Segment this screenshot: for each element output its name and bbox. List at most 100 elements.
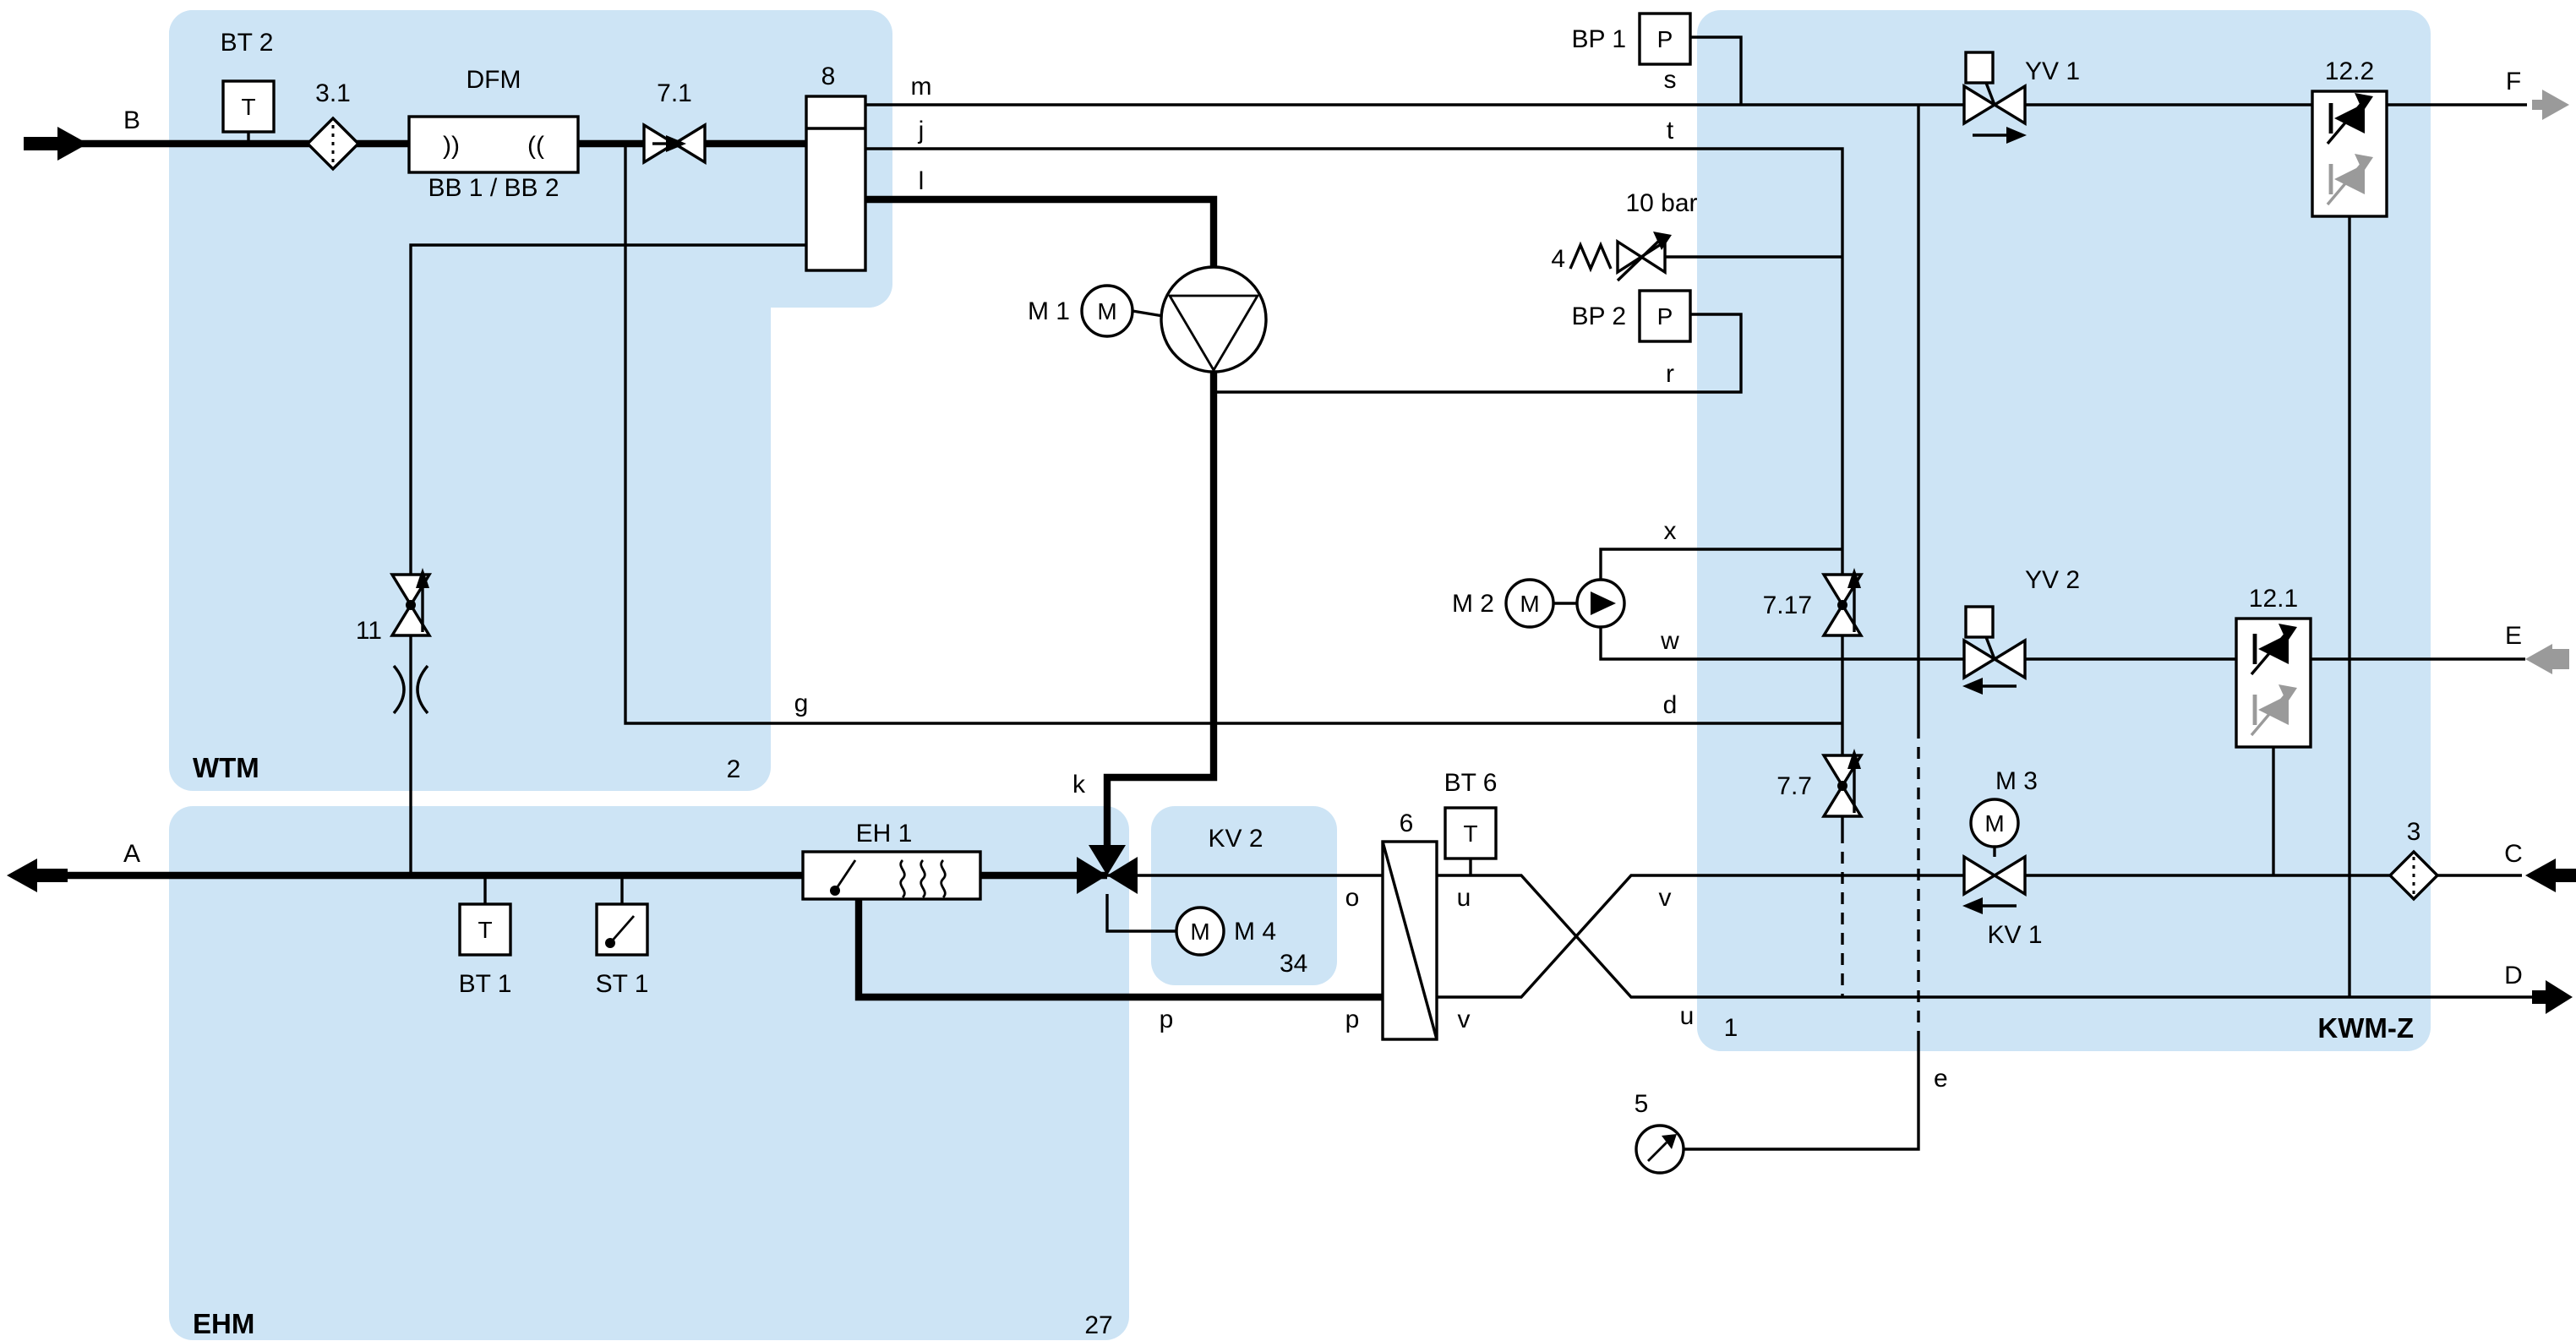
label-valve-71: 7.1 [657,79,692,107]
symbol-m4: M [1190,919,1209,945]
line-w-e [1599,627,2525,661]
symbol-bp1-p: P [1657,26,1673,52]
valve-71-icon [642,122,707,166]
label-block-122: 12.2 [2325,57,2374,85]
label-bt6: BT 6 [1444,769,1498,797]
outlet-arrow-f [2532,90,2569,120]
label-valve-11: 11 [356,617,382,645]
valve-11-icon [389,568,433,637]
label-bt2: BT 2 [221,29,274,57]
port-label-s: s [1664,66,1677,94]
label-relief-4: 4 [1551,245,1565,273]
label-m2: M 2 [1452,590,1494,618]
port-label-u1: u [1457,884,1471,912]
check-valve-block-122-icon [2311,90,2388,218]
solenoid-valve-yv2-icon [1962,605,2027,695]
label-hx-6: 6 [1400,810,1414,837]
valve-717-icon [1820,568,1864,637]
port-label-o: o [1345,884,1360,912]
port-label-p2: p [1345,1006,1360,1033]
line-k-discharge [1103,372,1218,855]
motor-valve-kv1-icon [1962,798,2027,914]
label-valve-717: 7.17 [1763,591,1812,619]
label-m4: M 4 [1234,918,1276,946]
port-label-r: r [1666,360,1674,388]
port-label-l: l [919,167,925,195]
sensor-st1-icon [595,902,649,957]
zone-label-wtm: WTM [193,752,259,783]
port-label-v2: v [1659,884,1672,912]
port-label-C: C [2504,840,2523,868]
zone-label-ehm: EHM [193,1308,254,1339]
label-yv2: YV 2 [2025,566,2080,594]
line-v-to-c [1437,874,2522,999]
label-m1: M 1 [1028,297,1070,325]
zone-label-kv2: KV 2 [1208,825,1263,853]
label-m3: M 3 [1995,767,2038,795]
label-bp1: BP 1 [1572,25,1627,53]
pipe-lines-thin [247,35,2539,1151]
port-label-t: t [1667,117,1674,144]
label-yv1: YV 1 [2025,57,2080,85]
port-label-B: B [123,106,140,134]
line-j-t [865,147,1844,831]
outlet-arrow-a [7,859,68,892]
label-dfm: DFM [467,66,521,94]
port-label-F: F [2506,68,2521,95]
label-bb1-bb2: BB 1 / BB 2 [428,174,559,202]
dfm-wave-left: )) [443,132,460,160]
port-label-g: g [794,690,809,717]
port-label-w: w [1660,627,1679,655]
label-bt1: BT 1 [459,970,512,998]
zone-num-wtm: 2 [727,755,741,783]
port-label-j: j [918,117,925,144]
heat-exchanger-6-icon [1381,840,1438,1041]
zone-ehm [169,806,1129,1340]
label-bp2: BP 2 [1572,303,1627,330]
motor-m4-icon [1175,906,1225,957]
line-r-bp2 [1214,313,1743,394]
label-filter-31: 3.1 [315,79,351,107]
zone-num-kwmz: 1 [1724,1014,1738,1042]
label-block-121: 12.1 [2249,585,2298,613]
pressure-gauge-5-icon [1635,1124,1685,1175]
symbol-bt2-t: T [241,94,255,120]
link-m1 [1132,309,1164,318]
zone-kwmz [1697,10,2431,1051]
line-l-suction [865,195,1218,267]
zone-num-ehm: 27 [1084,1311,1112,1339]
port-label-p1: p [1160,1006,1174,1033]
inlet-arrow-b [24,127,88,161]
link-m4 [1105,894,1176,933]
sensor-bt2-icon [221,79,276,134]
filter-31-icon [305,116,361,172]
symbol-bt1-t: T [478,917,492,943]
label-10-bar: 10 bar [1625,189,1697,217]
inlet-arrow-c [2525,859,2576,892]
line-p [854,899,1383,1001]
symbol-bt6-t: T [1463,820,1477,847]
valve-77-icon [1820,749,1864,818]
symbol-bp2-p: P [1657,303,1673,330]
sensor-bt6-icon [1444,806,1498,860]
filter-3-icon [2388,849,2440,902]
three-way-valve-kv2-icon [1077,845,1138,894]
heater-eh1-icon [801,850,982,901]
port-label-d: d [1663,691,1678,719]
label-vessel-8: 8 [821,63,836,90]
line-x [1599,548,1842,580]
labels: BT 2 T B 3.1 DFM )) (( BB 1 / BB 2 7.1 8… [123,25,2523,1339]
pump-m1-icon [1080,265,1268,373]
label-eh1: EH 1 [856,820,913,848]
label-st1: ST 1 [596,970,649,998]
label-34: 34 [1280,950,1307,978]
outlet-arrow-d [2532,980,2573,1014]
check-valve-block-121-icon [2235,617,2312,749]
zone-label-kwmz: KWM-Z [2317,1012,2414,1044]
sensor-bp2-icon [1638,289,1692,343]
port-label-e: e [1934,1065,1948,1093]
dfm-wave-right: (( [527,132,544,160]
label-gauge-5: 5 [1635,1090,1649,1118]
line-bp1-connection [1690,35,1743,105]
